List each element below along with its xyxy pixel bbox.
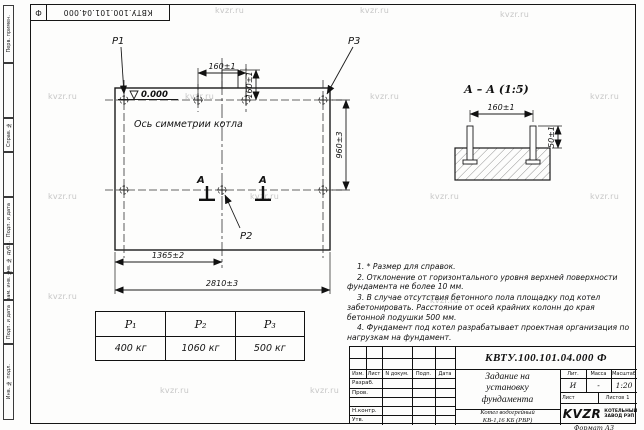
anchor-plate-right [525,159,541,165]
anchor-plate-left [462,159,478,165]
tb-col-list: Лист [367,370,381,377]
load-table-header-p1: P₁ [124,317,137,331]
kvzr-company-line1: КОТЕЛЬНЫЙ [604,408,637,414]
dim-2810: 2810±3 [206,279,238,288]
tb-role-nkontr: Н.контр. [352,407,377,414]
tb-product-name: Котел водогрейный КВ-1,16 КБ (РВР) [455,409,560,425]
tb-col-ndoc: N докум. [385,370,409,377]
section-title: А – А (1:5) [463,83,529,96]
symmetry-axis-label: Ось симметрии котла [134,119,243,130]
section-letter-left: А [196,175,205,186]
tb-role-razrab: Разраб. [352,380,374,386]
load-table-value-p2: 1060 кг [165,336,235,360]
title-block: Изм. Лист N докум. Подп. Дата Разраб. Пр… [349,346,637,425]
margin-strip-vzam-inv: Взам. инв. № [3,269,14,304]
tb-role-utv: Утв. [352,417,364,423]
foundation-outline [114,87,331,251]
section-dimensions [469,110,562,149]
technical-notes: 1. * Размер для справок. 2. Отклонение о… [347,262,635,344]
tb-sheets-cell: Листов 1 [598,392,637,403]
tb-col-podp: Подп. [415,370,432,377]
tb-product-line2: КВ-1,16 КБ (РВР) [482,417,533,424]
tb-product-line1: Котел водогрейный [480,409,535,416]
plan-view [105,46,354,294]
tb-role-prov: Пров. [352,389,368,396]
note-1: 1. * Размер для справок. [357,262,456,271]
margin-strip-inv-dubl: Инв. № дубл. [3,241,14,276]
margin-strip-sprav-n: Справ. № [3,118,14,152]
section-letter-right: А [258,175,267,186]
margin-strip-empty-2 [3,152,14,197]
kvzr-company-name: КОТЕЛЬНЫЙ ЗАВОД РЭП [604,409,637,420]
margin-strip-podp-data-1: Подп. и дата [3,197,14,244]
load-table-header-p3: P₃ [234,312,304,336]
margin-strip-perv-primen: Перв. примен. [3,5,14,63]
kvzr-logo: KVZR КОТЕЛЬНЫЙ ЗАВОД РЭП [560,403,637,425]
tb-scale-value: 1:20 [615,380,633,390]
load-table-value-p3: 500 кг [234,336,304,360]
level-value: 0.000 [141,90,168,100]
tb-sheets-value: 1 [626,394,630,401]
note-3: 3. В случае отсутствия бетонного пола пл… [347,293,601,322]
dim-160-top: 160±1 [208,62,235,71]
note-4: 4. Фундамент под котел разрабатывает про… [347,323,630,343]
label-p2: P2 [240,231,252,242]
plan-dimensions [114,68,350,294]
dim-960: 960±3 [335,131,344,158]
tb-doc-number: КВТУ.100.101.04.000 Ф [485,352,607,364]
kvzr-company-line2: ЗАВОД РЭП [604,414,635,419]
anchor-bolt-left [466,125,474,165]
margin-strip-inv-podl: Инв. № подл. [3,344,14,420]
dim-160-section: 160±1 [487,103,514,112]
dim-160-vert: 160±1 [245,71,254,98]
anchor-bolt-right [529,125,537,165]
note-2: 2. Отклонение от горизонтального уровня … [347,272,618,292]
tb-mass-label: Масса [590,370,607,377]
drawing-frame [30,4,636,424]
tb-scale-label: Масштаб [612,370,636,377]
format-label: Формат А3 [574,424,615,430]
anchor-marks [119,95,328,195]
dim-50-section: 50±1 [547,126,556,148]
tb-mass-value: - [597,380,600,390]
tb-sheets-label: Листов [605,394,625,401]
label-p3: P3 [348,36,360,47]
section-cut-marks [199,186,271,201]
tb-col-izm: Изм. [352,370,364,377]
tb-lit-label: Лит. [567,370,579,377]
load-table-header-p2: P₂ [165,312,234,336]
tb-sheet-label: Лист [562,394,575,401]
margin-strip-podp-data-2: Подп. и дата [3,300,14,344]
label-p1: P1 [112,36,124,47]
tb-doc-title: Задание на установку фундамента [481,372,534,405]
load-table: P₁ P₂ P₃ 400 кг 1060 кг 500 кг [95,311,305,361]
level-mark [118,90,178,101]
load-table-value-p1: 400 кг [96,336,166,360]
kvzr-logo-text: KVZR [562,407,602,421]
tb-lit-value: И [569,380,577,390]
dim-1365: 1365±2 [152,251,184,260]
tb-col-data: Дата [438,370,452,377]
load-point-leaders [119,46,354,229]
section-view [454,110,562,181]
margin-strip-empty-1 [3,63,14,118]
